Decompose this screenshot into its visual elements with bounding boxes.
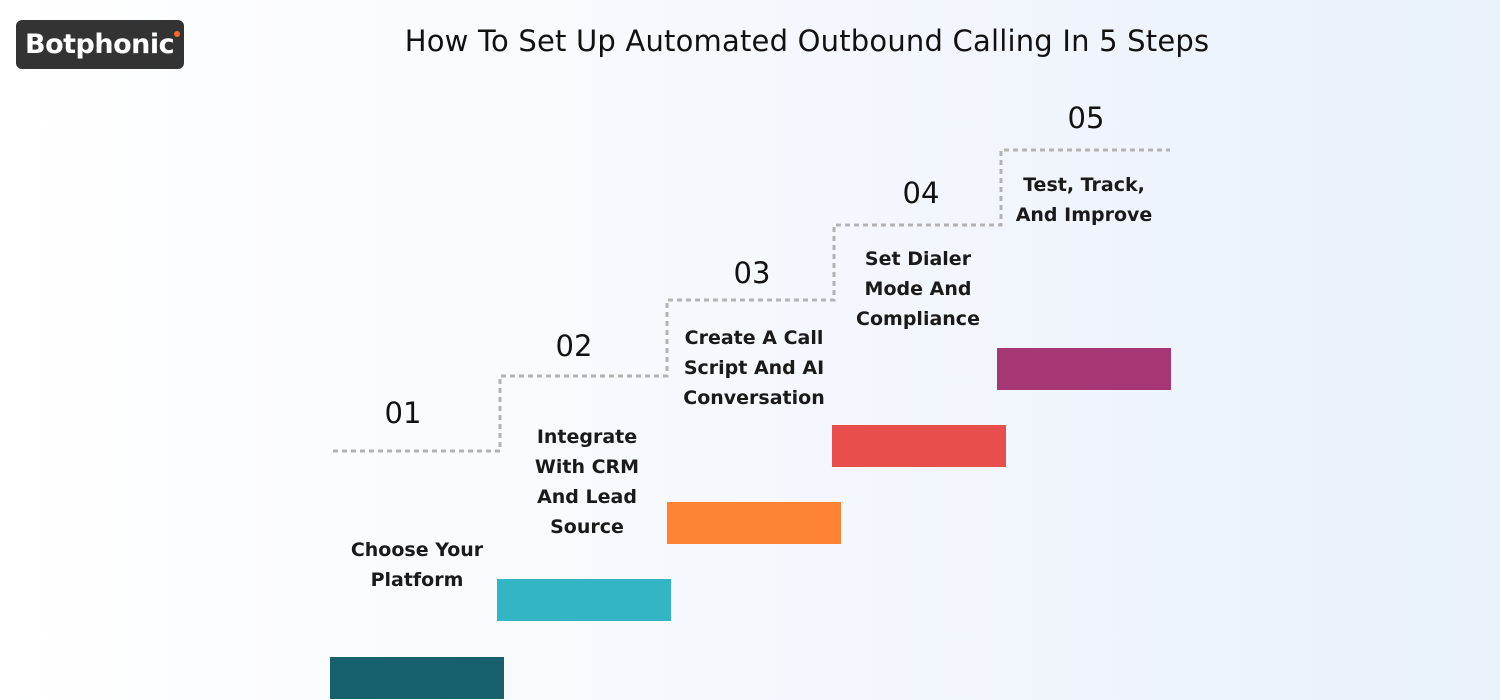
step-4-block <box>832 425 1006 467</box>
step-3-text: Create A Call Script And AI Conversation <box>683 327 825 409</box>
logo-accent-dot <box>174 31 180 37</box>
step-1-block <box>330 657 504 699</box>
step-2-number: 02 <box>555 329 593 363</box>
botphonic-logo: Botphonic <box>16 20 184 69</box>
step-5-text: Test, Track, And Improve <box>1015 174 1153 226</box>
step-2-block <box>497 579 671 621</box>
step-4-text: Set Dialer Mode And Compliance <box>856 248 980 330</box>
page-title: How To Set Up Automated Outbound Calling… <box>404 24 1210 58</box>
step-3-block <box>667 502 841 544</box>
step-5-number: 05 <box>1067 101 1105 135</box>
step-4-number: 04 <box>902 176 940 210</box>
logo-text: Botphonic <box>25 29 175 60</box>
step-1-number: 01 <box>384 396 422 430</box>
step-1-text: Choose Your Platform <box>350 539 484 591</box>
step-2-text: Integrate With CRM And Lead Source <box>534 426 640 538</box>
step-3-number: 03 <box>733 256 771 290</box>
stair-path <box>333 148 1170 453</box>
step-5-block <box>997 348 1171 390</box>
